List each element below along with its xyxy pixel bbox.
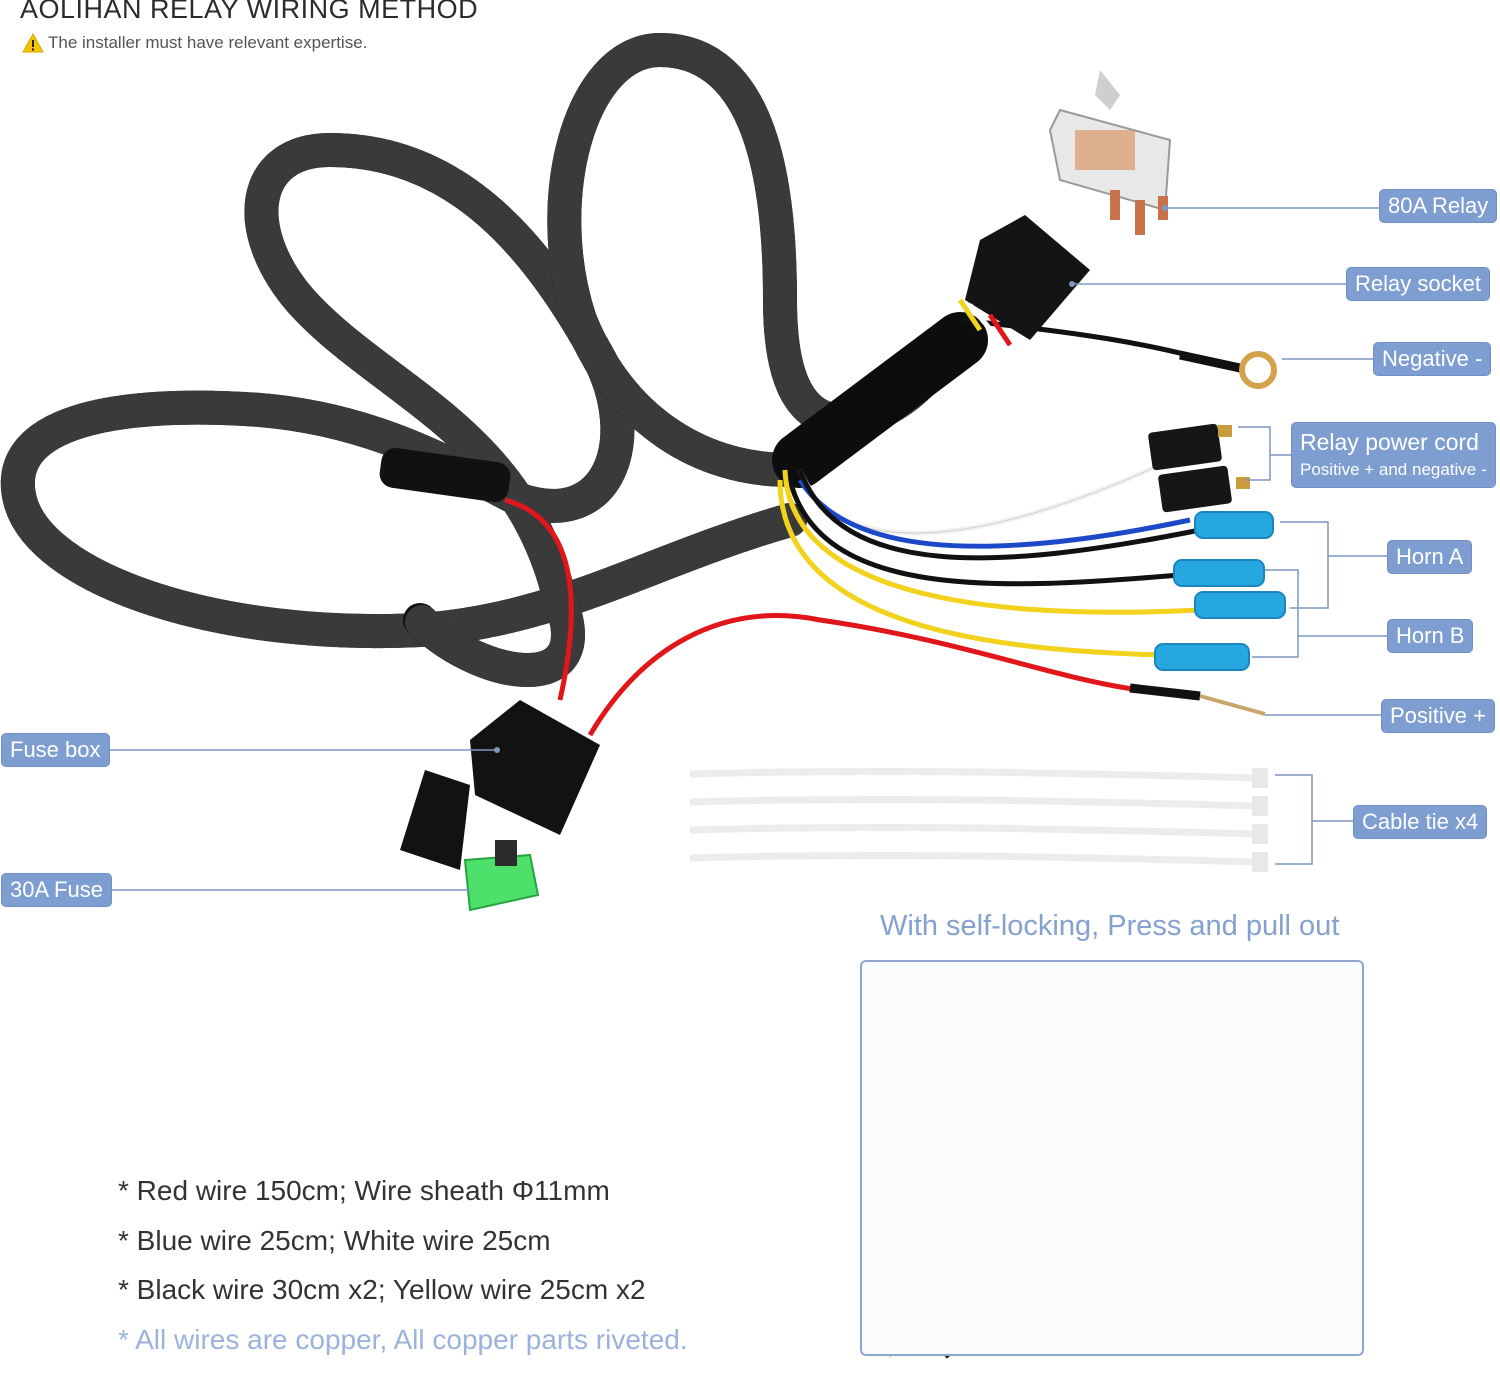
self-locking-caption: With self-locking, Press and pull out (880, 910, 1339, 943)
label-negative: Negative - (1374, 343, 1490, 375)
note-black-yellow-wire: * Black wire 30cm x2; Yellow wire 25cm x… (118, 1274, 688, 1324)
note-copper: * All wires are copper, All copper parts… (118, 1324, 688, 1373)
note-blue-white-wire: * Blue wire 25cm; White wire 25cm (118, 1225, 688, 1275)
label-positive: Positive + (1382, 700, 1494, 732)
label-relay-power-cord: Relay power cord Positive + and negative… (1292, 423, 1495, 487)
ring-terminal (1180, 354, 1274, 386)
power-cord-subtitle: Positive + and negative - (1300, 457, 1487, 483)
cable-ties (690, 768, 1268, 872)
label-horn-b: Horn B (1388, 620, 1472, 652)
label-fuse-box: Fuse box (2, 734, 109, 766)
note-red-wire: * Red wire 150cm; Wire sheath Φ11mm (118, 1175, 688, 1225)
relay-socket (960, 215, 1090, 345)
self-locking-panel (860, 960, 1364, 1356)
power-cord-title: Relay power cord (1300, 427, 1487, 457)
label-80a-relay: 80A Relay (1380, 190, 1496, 222)
fuse-30a (465, 840, 538, 910)
wire-sheath (18, 50, 960, 670)
relay-unit (1050, 70, 1170, 235)
label-relay-socket: Relay socket (1347, 268, 1489, 300)
label-horn-a: Horn A (1388, 541, 1471, 573)
wire-spec-notes: * Red wire 150cm; Wire sheath Φ11mm * Bl… (118, 1175, 688, 1373)
label-30a-fuse: 30A Fuse (2, 874, 111, 906)
label-cable-tie: Cable tie x4 (1354, 806, 1486, 838)
power-cord-plugs (1148, 423, 1250, 512)
